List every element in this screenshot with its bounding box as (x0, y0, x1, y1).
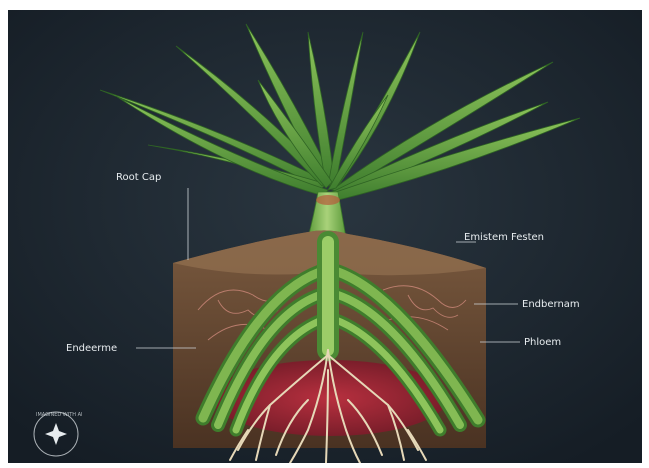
watermark-text: IMAGINED WITH AI (36, 412, 83, 418)
label-phloem: Phloem (524, 337, 561, 348)
illustration-panel: Root Cap Emistem Festen Endbernam Phloem… (8, 10, 642, 463)
label-upper-right: Emistem Festen (464, 232, 544, 243)
label-endernam: Endbernam (522, 299, 580, 310)
plant-root-diagram: Root Cap Emistem Festen Endbernam Phloem… (8, 10, 642, 463)
label-root-cap: Root Cap (116, 172, 161, 183)
label-endodermis: Endeerme (66, 343, 117, 354)
stem-node (316, 195, 340, 205)
